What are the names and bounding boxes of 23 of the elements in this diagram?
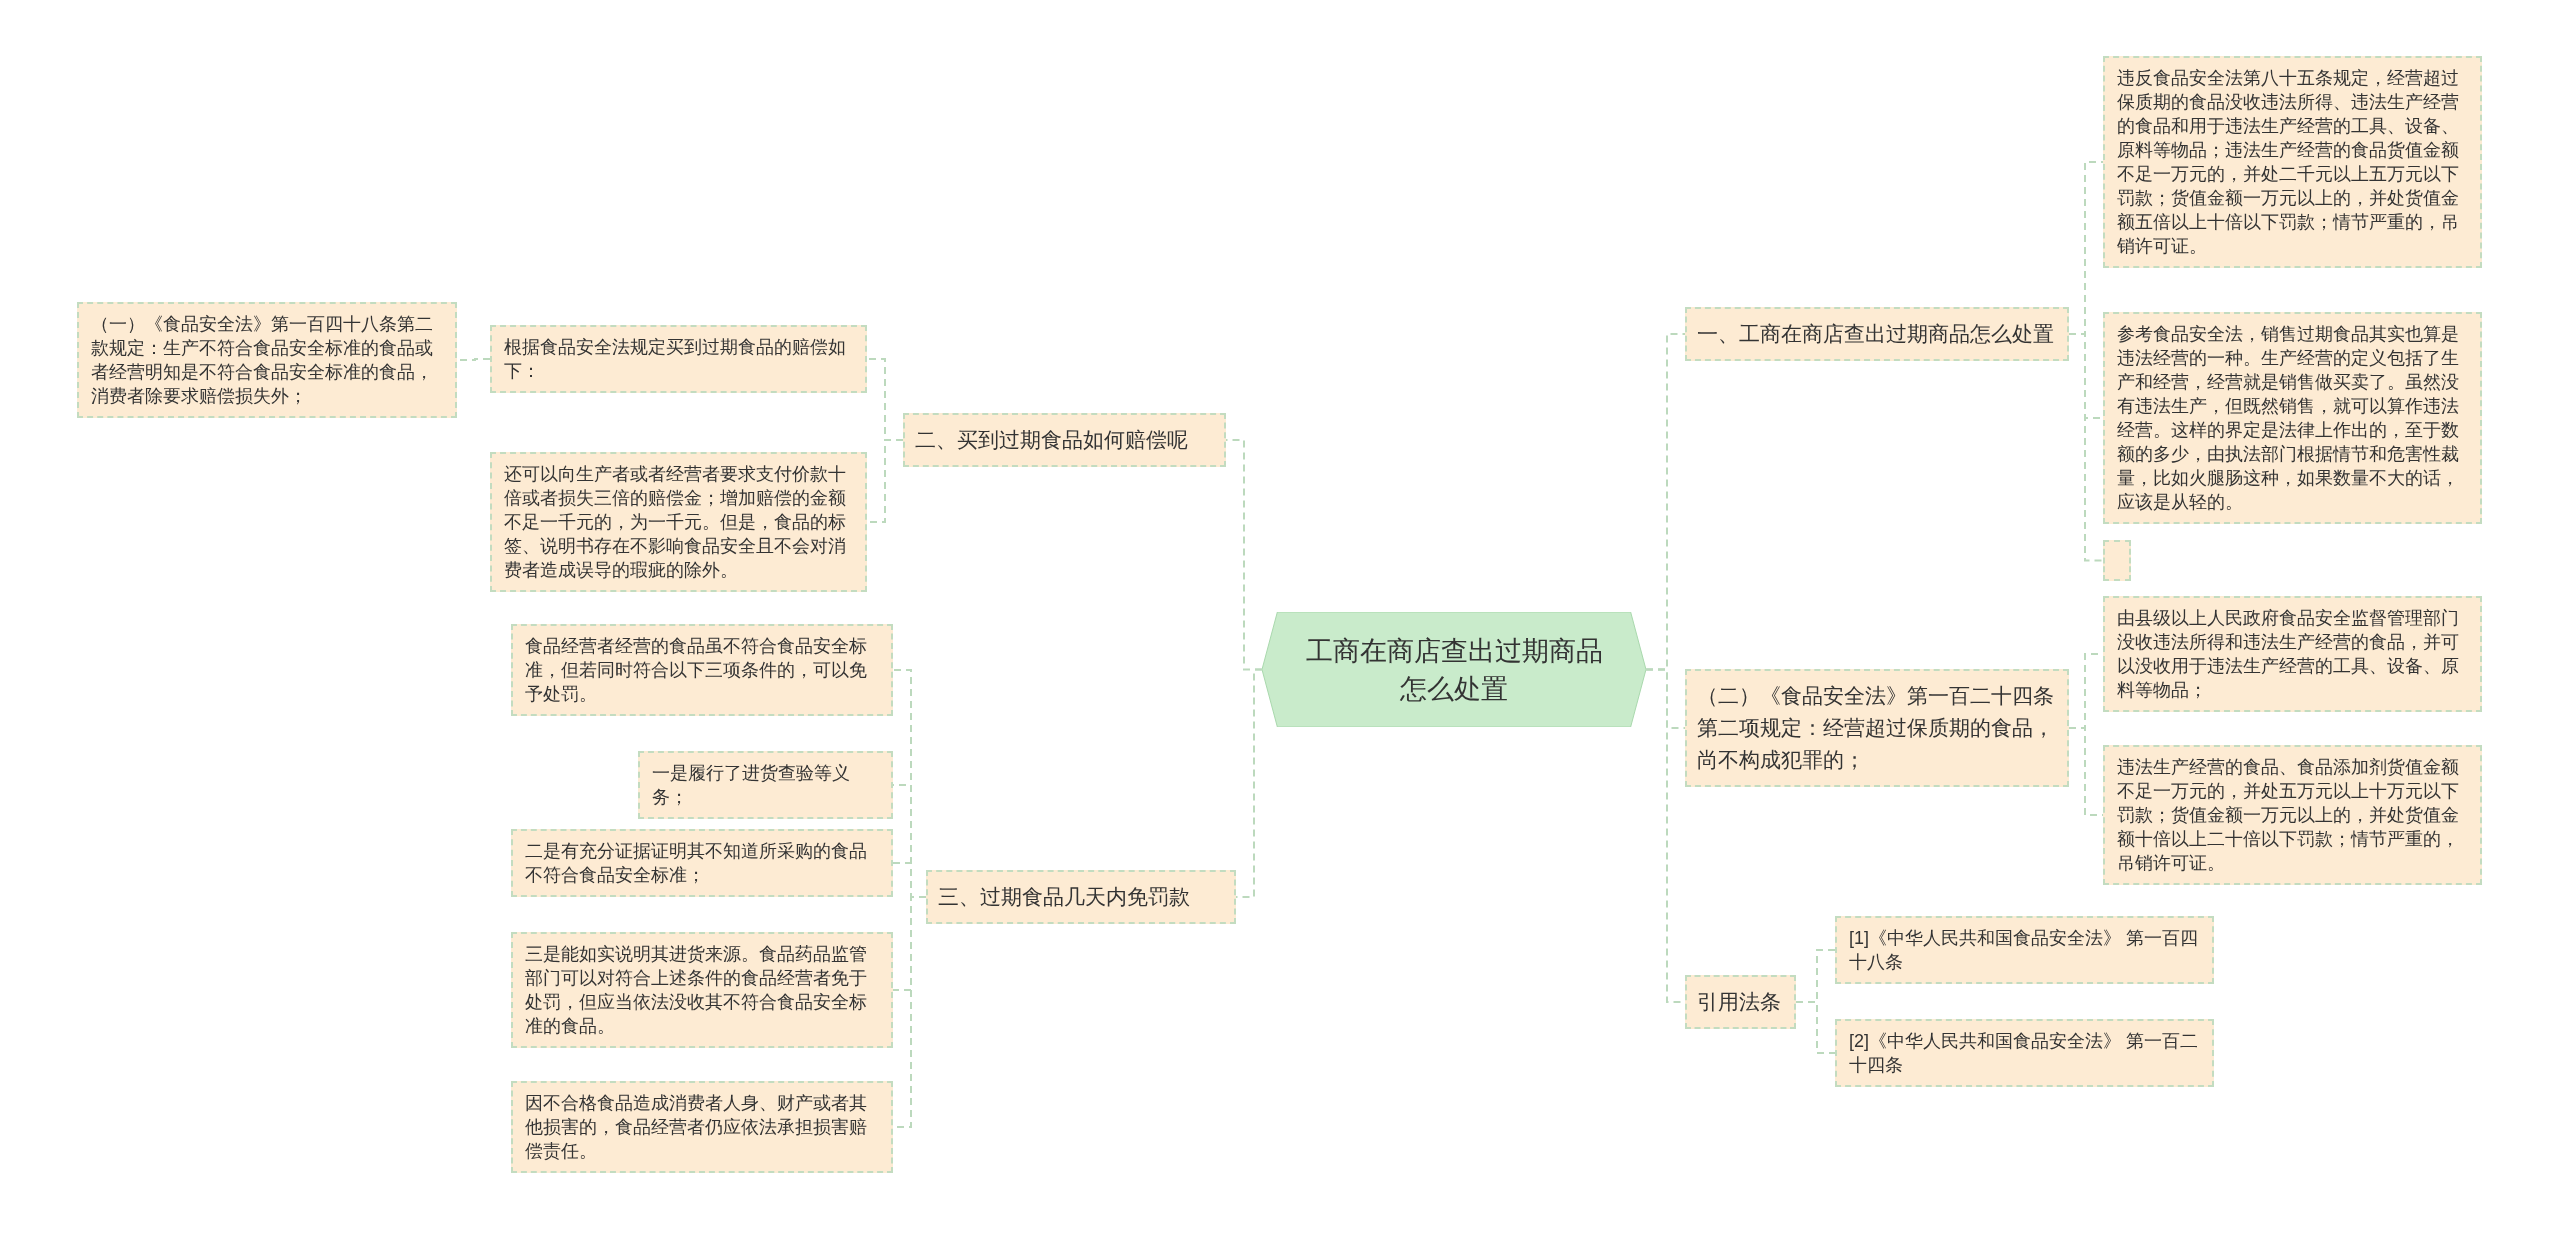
subtopic-box: 违法生产经营的食品、食品添加剂货值金额不足一万元的，并处五万元以上十万元以下罚款；货值金额一万元以上的，并处货值金额十倍以上二十倍以下罚款；情节严重的，吊销许可证。 [2103, 745, 2482, 885]
subtopic-box: 一是履行了进货查验等义务； [638, 751, 893, 819]
branch-topic: 三、过期食品几天内免罚款 [926, 870, 1236, 924]
subtopic-box: 违反食品安全法第八十五条规定，经营超过保质期的食品没收违法所得、违法生产经营的食品和用于违法生产经营的工具、设备、原料等物品；违法生产经营的食品货值金额不足一万元的，并处二千元以上五万元以下罚款；货值金额一万元以上的，并处货值金额五倍以上十倍以下罚款；情节严重的，吊销许可证。 [2103, 56, 2482, 268]
subtopic-box: 二是有充分证据证明其不知道所采购的食品不符合食品安全标准； [511, 829, 893, 897]
subtopic-box: 参考食品安全法，销售过期食品其实也算是违法经营的一种。生产经营的定义包括了生产和经营，经营就是销售做买卖了。虽然没有违法生产，但既然销售，就可以算作违法经营。这样的界定是法律上作出的，至于数额的多少，由执法部门根据情节和危害性裁量，比如火腿肠这种，如果数量不大的话，应该是从轻的。 [2103, 312, 2482, 524]
subtopic-box: [1]《中华人民共和国食品安全法》 第一百四十八条 [1835, 916, 2214, 984]
subtopic-box: 根据食品安全法规定买到过期食品的赔偿如下： [490, 325, 867, 393]
branch-topic: 二、买到过期食品如何赔偿呢 [903, 413, 1226, 467]
branch-topic: 引用法条 [1685, 975, 1796, 1029]
subtopic-box: 由县级以上人民政府食品安全监督管理部门没收违法所得和违法生产经营的食品，并可以没收用于违法生产经营的工具、设备、原料等物品； [2103, 596, 2482, 712]
central-topic: 工商在商店查出过期商品怎么处置 [1262, 612, 1646, 727]
subtopic-box: 三是能如实说明其进货来源。食品药品监管部门可以对符合上述条件的食品经营者免于处罚，但应当依法没收其不符合食品安全标准的食品。 [511, 932, 893, 1048]
subtopic-box: 因不合格食品造成消费者人身、财产或者其他损害的，食品经营者仍应依法承担损害赔偿责任。 [511, 1081, 893, 1173]
connector-line [2068, 333, 2104, 562]
subtopic-box: 食品经营者经营的食品虽不符合食品安全标准，但若同时符合以下三项条件的，可以免予处罚。 [511, 624, 893, 716]
connector-line [1795, 1001, 1836, 1054]
subtopic-box: [2]《中华人民共和国食品安全法》 第一百二十四条 [1835, 1019, 2214, 1087]
subtopic-box: （一）《食品安全法》第一百四十八条第二款规定：生产不符合食品安全标准的食品或者经营明知是不符合食品安全标准的食品，消费者除要求赔偿损失外； [77, 302, 457, 418]
empty-box [2103, 540, 2131, 581]
branch-topic: 一、工商在商店查出过期商品怎么处置 [1685, 307, 2069, 361]
subtopic-box: 还可以向生产者或者经营者要求支付价款十倍或者损失三倍的赔偿金；增加赔偿的金额不足一千元的，为一千元。但是，食品的标签、说明书存在不影响食品安全且不会对消费者造成误导的瑕疵的除外。 [490, 452, 867, 592]
branch-topic: （二）《食品安全法》第一百二十四条第二项规定：经营超过保质期的食品，尚不构成犯罪的； [1685, 669, 2069, 787]
